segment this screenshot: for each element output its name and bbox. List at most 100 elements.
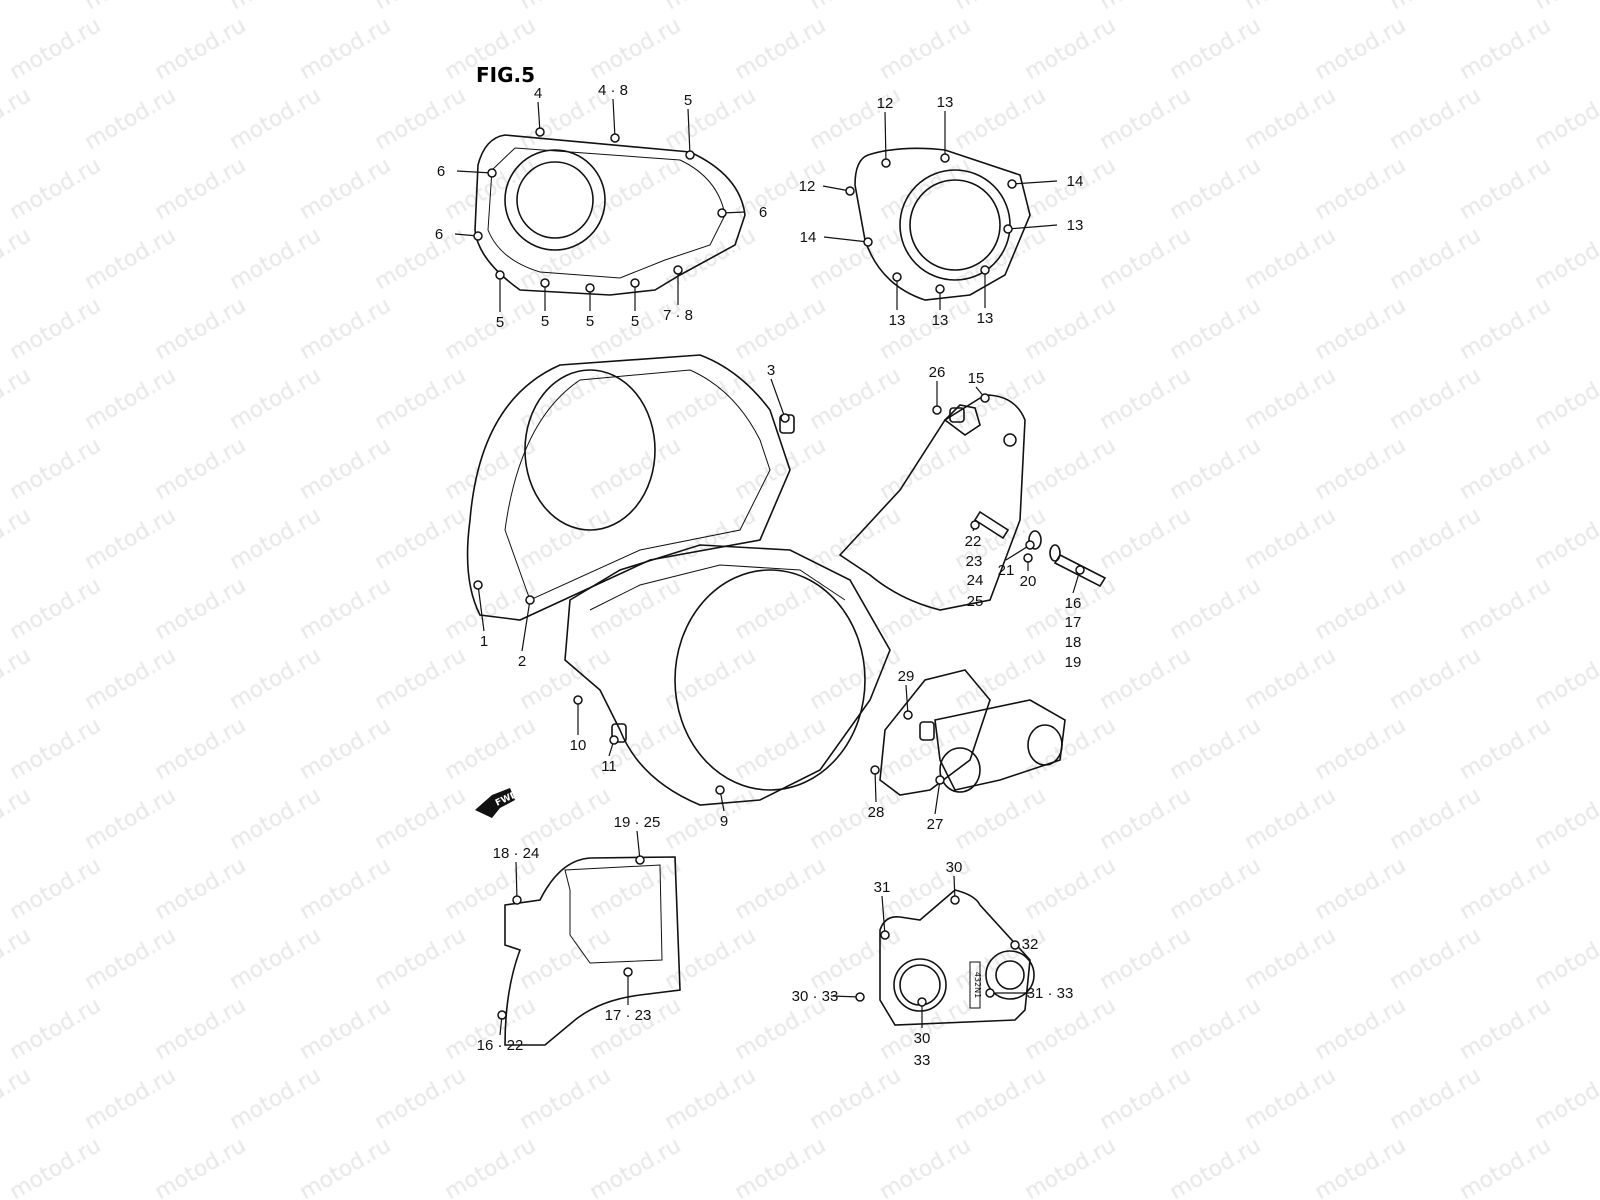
callout-label: 28 <box>868 804 885 821</box>
bolt-hole <box>685 150 695 160</box>
bolt-hole <box>717 208 727 218</box>
callout-label: 12 <box>877 95 894 112</box>
bolt-hole <box>585 283 595 293</box>
bolt-hole <box>535 127 545 137</box>
callout-label: 31 <box>874 879 891 896</box>
bolt-hole <box>715 785 725 795</box>
callout-label: 29 <box>898 668 915 685</box>
callout-label: 30 <box>914 1030 931 1047</box>
callout-label: 10 <box>570 737 587 754</box>
bolt-hole <box>863 237 873 247</box>
callout-label: 14 <box>800 229 817 246</box>
callout-label: 14 <box>1067 173 1084 190</box>
callout-label: 19 <box>1065 654 1082 671</box>
bolt-hole <box>610 133 620 143</box>
callout-label: 6 <box>437 163 445 180</box>
callout-label: 24 <box>967 572 984 589</box>
callout-label: 7 · 8 <box>663 307 693 324</box>
bolt-hole <box>1003 224 1013 234</box>
bolt-hole <box>935 284 945 294</box>
callout-label: 5 <box>684 92 692 109</box>
leader-line <box>934 779 941 815</box>
bolt-hole <box>635 855 645 865</box>
leader-line <box>823 236 869 243</box>
callout-label: 6 <box>435 226 443 243</box>
bolt-hole <box>903 710 913 720</box>
leader-line <box>477 584 485 632</box>
bolt-hole <box>880 930 890 940</box>
figure-title: FIG.5 <box>476 63 535 87</box>
bolt-hole <box>892 272 902 282</box>
callout-label: 20 <box>1020 573 1037 590</box>
callout-label: 13 <box>937 94 954 111</box>
bolt-hole <box>495 270 505 280</box>
leader-line <box>881 895 886 936</box>
bolt-hole <box>512 895 522 905</box>
bolt-hole <box>673 265 683 275</box>
gasket-stamp: 432N1 <box>973 972 982 998</box>
bolt-hole <box>935 775 945 785</box>
clutch-cover-outer <box>474 134 746 296</box>
callout-label: 4 <box>534 85 542 102</box>
bolt-hole <box>855 992 865 1002</box>
callout-label: 2 <box>518 653 526 670</box>
callout-label: 21 <box>998 562 1015 579</box>
callout-label: 18 <box>1065 634 1082 651</box>
bolt-hole <box>881 158 891 168</box>
bolt-hole <box>525 595 535 605</box>
leader-line <box>612 98 616 139</box>
bolt-parts <box>611 407 1107 743</box>
leader-line <box>687 108 691 156</box>
callout-label: 27 <box>927 816 944 833</box>
bolt-hole <box>1023 553 1033 563</box>
leader-line <box>884 111 887 164</box>
bolt-hole <box>980 265 990 275</box>
bolt-hole <box>1010 940 1020 950</box>
callout-label: 1 <box>480 633 488 650</box>
leader-line <box>1007 224 1058 230</box>
bolt-hole <box>630 278 640 288</box>
callout-label: 9 <box>720 813 728 830</box>
bolt-hole <box>487 168 497 178</box>
bolt-hole <box>473 580 483 590</box>
bolt-hole <box>473 231 483 241</box>
callout-label: 5 <box>541 313 549 330</box>
callout-label: 5 <box>631 313 639 330</box>
callout-label: 15 <box>968 370 985 387</box>
chain-guard <box>504 856 681 1046</box>
callout-label: 16 · 22 <box>477 1037 524 1054</box>
magneto-cover <box>564 544 891 806</box>
callout-label: 19 · 25 <box>614 814 661 831</box>
leader-line <box>521 599 531 652</box>
callout-label: 30 · 33 <box>792 988 839 1005</box>
callout-label: 17 · 23 <box>605 1007 652 1024</box>
bolt-hole <box>1025 540 1035 550</box>
bolt-hole <box>917 997 927 1007</box>
callout-label: 6 <box>759 204 767 221</box>
callout-label: 31 · 33 <box>1027 985 1074 1002</box>
bolt-hole <box>573 695 583 705</box>
leader-line <box>515 861 518 901</box>
leader-line <box>1011 180 1058 185</box>
leader-line <box>874 769 877 803</box>
callout-label: 17 <box>1065 614 1082 631</box>
callout-label: 13 <box>889 312 906 329</box>
gasket: 432N1 <box>879 889 1035 1026</box>
bolt-hole <box>1007 179 1017 189</box>
leader-line <box>636 830 641 861</box>
bolt-hole <box>950 895 960 905</box>
callout-label: 33 <box>914 1052 931 1069</box>
bolt-hole <box>932 405 942 415</box>
callout-label: 4 · 8 <box>598 82 628 99</box>
leader-line <box>830 995 861 998</box>
bolt-hole <box>970 520 980 530</box>
callout-label: 22 <box>965 533 982 550</box>
callout-label: 3 <box>767 362 775 379</box>
leader-line <box>905 684 909 716</box>
callout-label: 18 · 24 <box>493 845 540 862</box>
callout-label: 5 <box>496 314 504 331</box>
